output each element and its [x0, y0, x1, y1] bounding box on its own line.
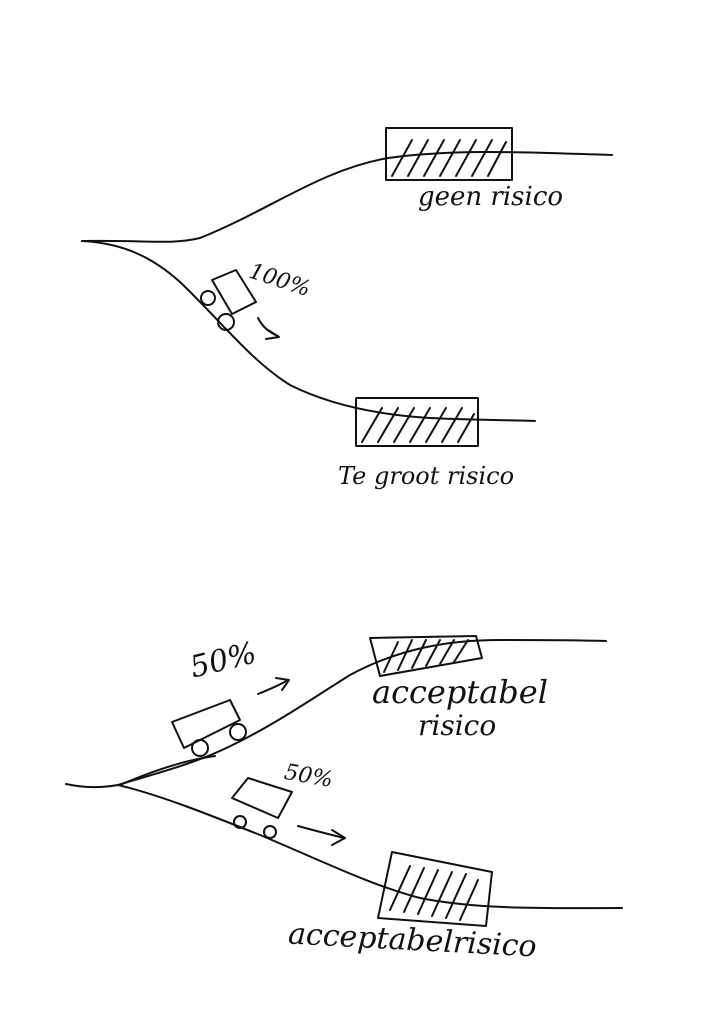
top-upper-hatched-box	[385, 127, 513, 181]
bottom-upper-hatched-box	[369, 635, 483, 677]
bottom-upper-cart-icon	[171, 699, 247, 757]
bottom-upper-outcome-label-line2: risico	[418, 709, 497, 742]
top-lower-outcome-label: Te groot risico	[338, 462, 515, 490]
bottom-diagram	[65, 635, 623, 927]
top-cart-icon	[200, 269, 257, 331]
bottom-fork-extra-path	[119, 755, 216, 786]
bottom-upper-arrow-icon	[257, 677, 290, 695]
bottom-upper-outcome-label-line1: acceptabel	[372, 673, 548, 711]
bottom-start-path	[65, 783, 119, 789]
top-arrow-icon	[257, 317, 280, 340]
top-upper-outcome-label: geen risico	[418, 182, 564, 212]
bottom-lower-arrow-icon	[297, 825, 346, 846]
bottom-upper-path	[117, 639, 607, 786]
top-upper-path	[81, 150, 613, 243]
top-lower-path	[81, 240, 536, 422]
top-lower-hatched-box	[355, 397, 479, 447]
bottom-lower-cart-icon	[231, 777, 293, 839]
top-diagram	[81, 127, 613, 447]
bottom-lower-hatched-box	[377, 851, 493, 927]
bottom-lower-path	[117, 784, 623, 910]
